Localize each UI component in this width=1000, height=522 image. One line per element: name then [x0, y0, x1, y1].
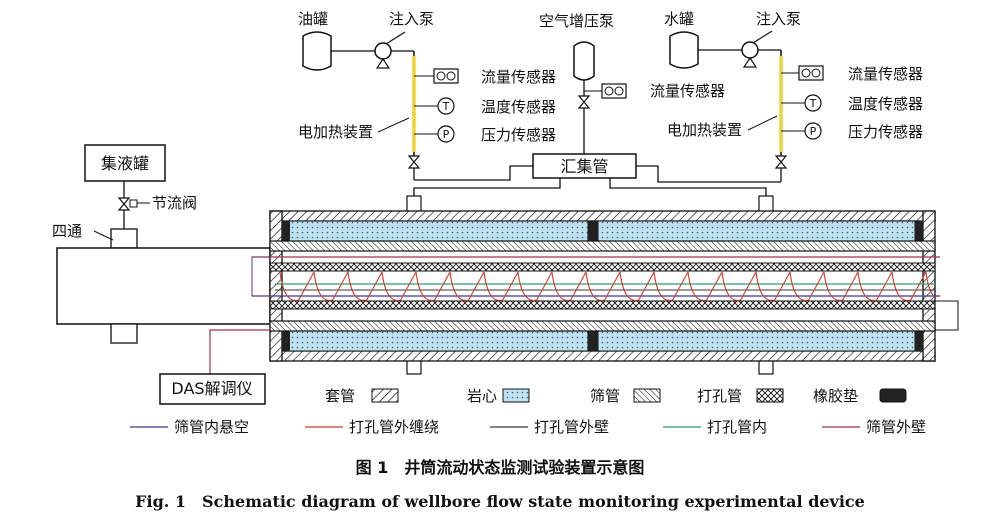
valve-center: [577, 95, 591, 109]
legend-lines: 筛管内悬空 打孔管外缠绕 打孔管外壁 打孔管内 筛管外壁: [130, 418, 926, 436]
water-tank-label: 水罐: [664, 10, 694, 28]
legend-materials: 套管 岩心 筛管 打孔管 橡胶垫: [325, 387, 907, 405]
svg-text:P: P: [443, 128, 450, 141]
collection-tank-label: 集液罐: [101, 154, 149, 173]
flow-sensor-right-icon: [798, 65, 824, 81]
pressure-sensor-left-label: 压力传感器: [481, 126, 556, 144]
manifold: [532, 153, 637, 179]
flow-sensor-center-icon: [601, 83, 627, 99]
legend-label-casing: 套管: [325, 387, 355, 405]
throttle-valve-label: 节流阀: [152, 194, 197, 212]
pressure-sensor-right-label: 压力传感器: [848, 123, 923, 141]
oil-tank: [302, 31, 332, 71]
svg-text:T: T: [442, 100, 450, 113]
legend-line-label-4: 筛管外壁: [866, 418, 926, 436]
caption-chinese: 图 1 井筒流动状态监测试验装置示意图: [356, 458, 645, 477]
flow-sensor-right-label: 流量传感器: [848, 65, 923, 83]
collection-tank: [84, 144, 166, 182]
legend-label-perforated: 打孔管: [697, 387, 742, 405]
legend-line-label-0: 筛管内悬空: [174, 418, 249, 436]
caption-english: Fig. 1 Schematic diagram of wellbore flo…: [135, 492, 865, 511]
legend-line-label-1: 打孔管外缠绕: [349, 418, 439, 436]
injection-pump-right: [741, 30, 773, 68]
temperature-sensor-left-icon: T: [437, 97, 455, 115]
pressure-sensor-right-icon: P: [804, 122, 822, 140]
electric-heater-left-label: 电加热装置: [298, 123, 373, 141]
flow-sensor-center-label: 流量传感器: [650, 82, 725, 100]
valve-right: [774, 155, 788, 169]
injection-pump-left: [374, 31, 406, 69]
das-label: DAS解调仪: [171, 379, 252, 398]
legend-swatch-core: [502, 388, 530, 403]
legend-line-label-2: 打孔管外壁: [534, 418, 609, 436]
air-booster-pump-label: 空气增压泵: [539, 12, 614, 30]
injection-pump-right-label: 注入泵: [756, 10, 801, 28]
legend-swatch-casing: [371, 388, 399, 403]
legend-swatch-screen: [633, 388, 661, 403]
four-way-label: 四通: [52, 222, 82, 240]
throttle-valve: [117, 197, 138, 211]
legend-label-core: 岩心: [467, 387, 497, 405]
legend-swatch-perforated: [756, 388, 784, 403]
das-interrogator: [159, 373, 266, 405]
temperature-sensor-left-label: 温度传感器: [481, 98, 556, 116]
legend-swatch-rubber: [879, 388, 907, 403]
flow-sensor-left-label: 流量传感器: [481, 68, 556, 86]
electric-heater-right-label: 电加热装置: [667, 121, 742, 139]
legend-label-screen: 筛管: [590, 387, 620, 405]
svg-text:P: P: [810, 125, 817, 138]
temperature-sensor-right-icon: T: [804, 94, 822, 112]
water-tank: [669, 31, 699, 69]
injection-pump-left-label: 注入泵: [389, 10, 434, 28]
pressure-sensor-left-icon: P: [437, 125, 455, 143]
legend-line-label-3: 打孔管内: [707, 418, 767, 436]
legend-label-rubber: 橡胶垫: [813, 387, 858, 405]
wellbore-tube: [209, 195, 959, 375]
oil-tank-label: 油罐: [298, 10, 328, 28]
four-way-connector: [56, 228, 271, 344]
fiber-coil-wrapping: [279, 271, 935, 301]
manifold-label: 汇集管: [560, 157, 608, 176]
svg-text:T: T: [809, 97, 817, 110]
valve-left: [407, 155, 421, 169]
air-booster-pump: [573, 41, 595, 81]
flow-sensor-left-icon: [433, 68, 459, 84]
temperature-sensor-right-label: 温度传感器: [848, 95, 923, 113]
